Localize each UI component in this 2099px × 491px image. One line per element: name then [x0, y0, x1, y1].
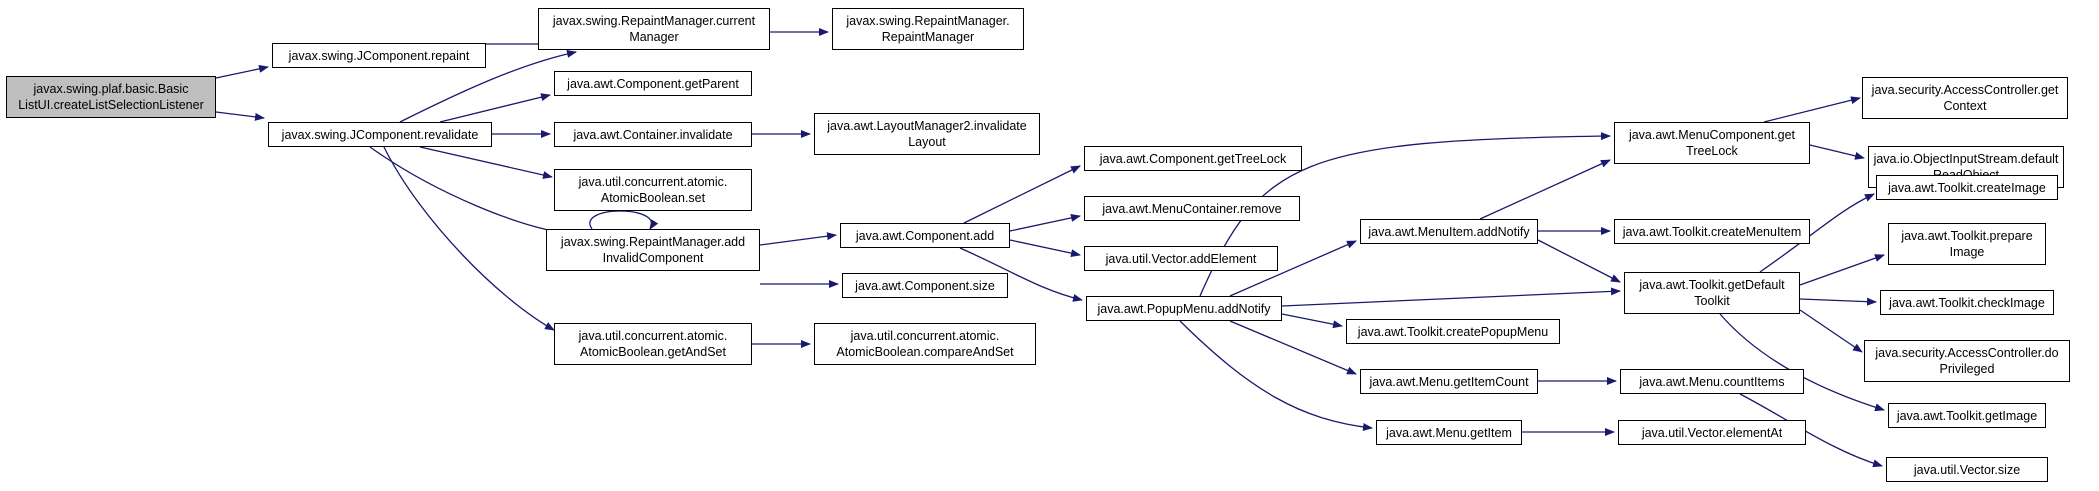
edge-jc-revalidate-to-ab-set [419, 146, 553, 179]
edges [215, 28, 1885, 468]
node-comp-gettreelock[interactable]: java.awt.Component.getTreeLock [1084, 146, 1302, 171]
node-ab-cas[interactable]: java.util.concurrent.atomic. AtomicBoole… [814, 323, 1036, 365]
edge-tk-getdefault-to-tk-getimage [1719, 313, 1885, 412]
edge-comp-add-to-comp-gettreelock [963, 165, 1081, 224]
node-rm-current[interactable]: javax.swing.RepaintManager.current Manag… [538, 8, 770, 50]
node-tk-getdefault[interactable]: java.awt.Toolkit.getDefault Toolkit [1624, 272, 1800, 314]
edge-tk-getdefault-to-tk-checkimage [1799, 297, 1877, 306]
node-tk-prepareimage[interactable]: java.awt.Toolkit.prepare Image [1888, 223, 2046, 265]
edge-rm-addinvalid-self-loop [589, 210, 659, 230]
edge-popup-addnotify-to-menuitem-addnotify [1229, 240, 1357, 297]
edge-menuitem-addnotify-to-tk-getdefault [1537, 239, 1621, 283]
node-tk-getimage[interactable]: java.awt.Toolkit.getImage [1888, 403, 2046, 428]
node-root[interactable]: javax.swing.plaf.basic.Basic ListUI.crea… [6, 76, 216, 118]
node-comp-add[interactable]: java.awt.Component.add [840, 223, 1010, 248]
edge-comp-add-to-vec-addelement [1009, 239, 1081, 258]
edge-tk-getdefault-to-acc-doprivileged [1799, 309, 1863, 353]
node-popup-addnotify[interactable]: java.awt.PopupMenu.addNotify [1086, 296, 1282, 321]
node-comp-getparent[interactable]: java.awt.Component.getParent [554, 71, 752, 96]
node-comp-size[interactable]: java.awt.Component.size [842, 273, 1008, 298]
node-jc-repaint[interactable]: javax.swing.JComponent.repaint [272, 43, 486, 68]
edge-root-to-jc-revalidate [215, 111, 265, 121]
edge-popup-addnotify-to-menu-getitemcount [1229, 320, 1357, 375]
edge-tk-getdefault-to-tk-prepareimage [1799, 254, 1885, 286]
edge-menucomp-gettreelock-to-ois-defaultread [1809, 144, 1865, 160]
node-tk-createmenuitem[interactable]: java.awt.Toolkit.createMenuItem [1614, 219, 1810, 244]
node-vec-elementat[interactable]: java.util.Vector.elementAt [1618, 420, 1806, 445]
node-menu-getitem[interactable]: java.awt.Menu.getItem [1376, 420, 1522, 445]
node-tk-createimage[interactable]: java.awt.Toolkit.createImage [1876, 175, 2058, 200]
node-menuitem-addnotify[interactable]: java.awt.MenuItem.addNotify [1360, 219, 1538, 244]
node-tk-checkimage[interactable]: java.awt.Toolkit.checkImage [1880, 290, 2054, 315]
edge-tk-getdefault-to-tk-createimage [1759, 193, 1875, 273]
edge-comp-add-to-popup-addnotify [959, 247, 1083, 302]
edge-root-to-jc-repaint [215, 64, 269, 79]
node-lm2-invalidate[interactable]: java.awt.LayoutManager2.invalidate Layou… [814, 113, 1040, 155]
node-ab-set[interactable]: java.util.concurrent.atomic. AtomicBoole… [554, 169, 752, 211]
node-mc-remove[interactable]: java.awt.MenuContainer.remove [1084, 196, 1300, 221]
edge-jc-revalidate-to-rm-current [399, 49, 577, 123]
node-vec-size[interactable]: java.util.Vector.size [1886, 457, 2048, 482]
node-menu-countitems[interactable]: java.awt.Menu.countItems [1620, 369, 1804, 394]
edge-comp-add-to-mc-remove [1009, 213, 1081, 232]
edge-jc-revalidate-to-comp-getparent [439, 93, 551, 123]
node-rm-ctor[interactable]: javax.swing.RepaintManager. RepaintManag… [832, 8, 1024, 50]
edge-popup-addnotify-to-menu-getitem [1179, 320, 1373, 431]
node-menucomp-gettreelock[interactable]: java.awt.MenuComponent.get TreeLock [1614, 122, 1810, 164]
edge-jc-revalidate-to-rm-addinvalid [369, 146, 581, 239]
edge-jc-revalidate-to-ab-getandset [383, 146, 555, 331]
node-ab-getandset[interactable]: java.util.concurrent.atomic. AtomicBoole… [554, 323, 752, 365]
edge-popup-addnotify-to-tk-createpopupmenu [1281, 313, 1343, 329]
edge-menuitem-addnotify-to-menucomp-gettreelock [1479, 159, 1611, 220]
node-rm-addinvalid[interactable]: javax.swing.RepaintManager.add InvalidCo… [546, 229, 760, 271]
edge-menucomp-gettreelock-to-acc-getcontext [1763, 96, 1861, 123]
node-cont-invalidate[interactable]: java.awt.Container.invalidate [554, 122, 752, 147]
edge-popup-addnotify-to-tk-getdefault [1281, 287, 1621, 307]
node-acc-doprivileged[interactable]: java.security.AccessController.do Privil… [1864, 340, 2070, 382]
node-acc-getcontext[interactable]: java.security.AccessController.get Conte… [1862, 77, 2068, 119]
node-tk-createpopupmenu[interactable]: java.awt.Toolkit.createPopupMenu [1346, 319, 1560, 344]
node-vec-addelement[interactable]: java.util.Vector.addElement [1084, 246, 1278, 271]
edge-menu-countitems-to-vec-size [1739, 393, 1883, 468]
node-jc-revalidate[interactable]: javax.swing.JComponent.revalidate [268, 122, 492, 147]
edge-rm-addinvalid-to-comp-add [759, 232, 837, 246]
node-menu-getitemcount[interactable]: java.awt.Menu.getItemCount [1360, 369, 1538, 394]
